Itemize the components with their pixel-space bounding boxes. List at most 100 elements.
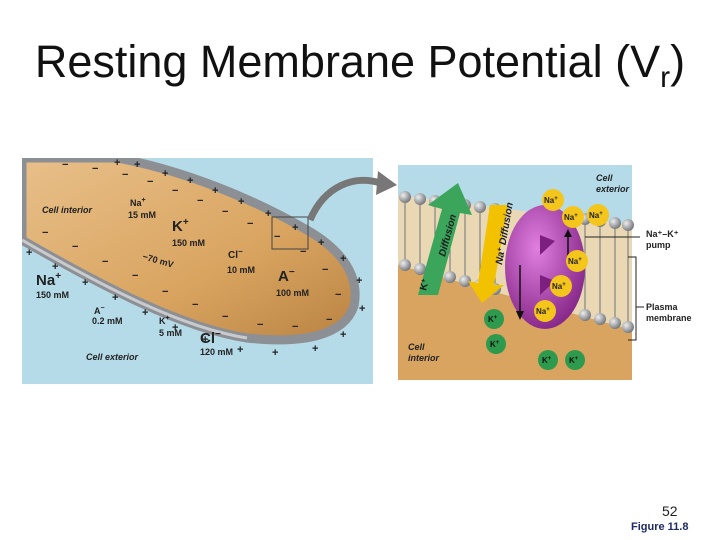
a-outside-sup: − bbox=[101, 305, 105, 312]
svg-text:+: + bbox=[265, 208, 271, 220]
zoom-arrow bbox=[306, 171, 397, 222]
na-outside-sup: + bbox=[55, 271, 61, 282]
cl-outside-conc: 120 mM bbox=[200, 347, 233, 357]
svg-text:+: + bbox=[237, 344, 243, 356]
svg-text:Cl−: Cl− bbox=[228, 247, 243, 261]
cl-inside-label: Cl− 10 mM bbox=[227, 247, 255, 275]
a-inside-ion: A bbox=[278, 268, 289, 285]
svg-text:Na+: Na+ bbox=[544, 196, 558, 205]
svg-text:−: − bbox=[42, 227, 48, 239]
svg-text:+: + bbox=[172, 322, 178, 334]
k-ion-plus: + bbox=[494, 315, 498, 321]
svg-text:A−: A− bbox=[94, 305, 105, 316]
svg-text:A−: A− bbox=[278, 267, 295, 285]
membrane-label-line1: Plasma bbox=[646, 302, 679, 312]
k-outside-sup: + bbox=[166, 315, 170, 322]
svg-text:+: + bbox=[202, 334, 208, 346]
k-arrow-plus: + bbox=[420, 278, 428, 284]
k-ion-inside-4: K+ bbox=[565, 350, 585, 370]
k-inside-sup: + bbox=[183, 217, 189, 228]
membrane-detail-diagram: Diffusion K+ Na+Diffusion Na+ Na+ Na+ Na… bbox=[398, 165, 692, 380]
svg-text:Na+: Na+ bbox=[589, 211, 603, 220]
svg-text:+: + bbox=[134, 159, 140, 171]
na-ion-plus: + bbox=[574, 213, 578, 219]
svg-text:Cl−: Cl− bbox=[200, 329, 221, 347]
title-main: Resting Membrane Potential (V bbox=[34, 36, 661, 87]
svg-text:−: − bbox=[257, 319, 263, 331]
k-ion-inside-3: K+ bbox=[538, 350, 558, 370]
svg-text:−: − bbox=[172, 185, 178, 197]
cl-inside-sup: − bbox=[238, 247, 243, 256]
svg-text:+: + bbox=[187, 175, 193, 187]
na-inside-conc: 15 mM bbox=[128, 210, 156, 220]
cell-interior-label: Cell interior bbox=[42, 205, 93, 215]
na-ion-plus: + bbox=[554, 196, 558, 202]
svg-text:−: − bbox=[292, 321, 298, 333]
na-outside-conc: 150 mM bbox=[36, 290, 69, 300]
svg-text:+: + bbox=[340, 253, 346, 265]
svg-text:−: − bbox=[197, 195, 203, 207]
na-ion-outside-1: Na+ bbox=[542, 189, 564, 211]
na-ion-outside-2: Na+ bbox=[562, 206, 584, 228]
k-outside-label: K+ 5 mM bbox=[159, 315, 182, 338]
svg-text:Na+: Na+ bbox=[536, 307, 550, 316]
svg-text:+: + bbox=[312, 343, 318, 355]
cell-exterior-label: Cell exterior bbox=[86, 352, 139, 362]
na-inside-sup: + bbox=[142, 197, 146, 204]
k-ion-label: K bbox=[490, 340, 496, 349]
a-inside-conc: 100 mM bbox=[276, 288, 309, 298]
svg-text:+: + bbox=[52, 261, 58, 273]
pump-arrow-down-head bbox=[516, 311, 524, 320]
svg-text:+: + bbox=[112, 292, 118, 304]
zoom-box bbox=[271, 216, 309, 250]
slide-title: Resting Membrane Potential (Vr) bbox=[0, 36, 720, 95]
na-ion-plus: + bbox=[599, 211, 603, 217]
a-outside-label: A− 0.2 mM bbox=[92, 305, 123, 326]
svg-text:−: − bbox=[335, 289, 341, 301]
svg-text:+: + bbox=[238, 196, 244, 208]
na-inside-label: Na+ 15 mM bbox=[128, 197, 156, 220]
svg-text:Na+: Na+ bbox=[568, 257, 582, 266]
svg-text:−: − bbox=[222, 311, 228, 323]
svg-text:−: − bbox=[326, 314, 332, 326]
svg-text:−: − bbox=[92, 163, 98, 175]
svg-text:Na+: Na+ bbox=[36, 271, 61, 289]
svg-text:−: − bbox=[300, 246, 306, 258]
cell-interior-label-line2: interior bbox=[408, 353, 440, 363]
k-ion-arrow-label: K+ bbox=[418, 278, 432, 292]
svg-text:K+: K+ bbox=[490, 340, 500, 349]
svg-text:+: + bbox=[212, 185, 218, 197]
na-ion-label: Na bbox=[589, 211, 600, 220]
cell-interior-label-line1: Cell bbox=[408, 342, 425, 352]
pump-channel-top bbox=[540, 235, 555, 255]
svg-text:−: − bbox=[162, 286, 168, 298]
k-outside-conc: 5 mM bbox=[159, 328, 182, 338]
na-ion-label: Na bbox=[544, 196, 555, 205]
lipid-heads-inner bbox=[399, 259, 634, 333]
na-ion-plus: + bbox=[562, 282, 566, 288]
na-ion-plus: + bbox=[578, 257, 582, 263]
k-inside-label: K+ 150 mM bbox=[172, 217, 205, 248]
svg-text:−: − bbox=[192, 299, 198, 311]
membrane-charges: ++++ ++++ ++++ ++++ ++++ +++ −−−− −−−− −… bbox=[26, 158, 365, 359]
svg-text:Na+: Na+ bbox=[130, 197, 146, 208]
svg-text:+: + bbox=[292, 222, 298, 234]
svg-text:−: − bbox=[132, 270, 138, 282]
page-number: 52 bbox=[662, 503, 678, 519]
cl-outside-label: Cl− 120 mM bbox=[200, 329, 233, 357]
svg-text:+: + bbox=[82, 277, 88, 289]
a-outside-ion: A bbox=[94, 306, 101, 316]
membrane-inner-line bbox=[22, 238, 248, 340]
svg-text:+: + bbox=[114, 158, 120, 169]
title-close: ) bbox=[670, 36, 686, 87]
k-ion-label: K bbox=[488, 315, 494, 324]
pump-label-line1: Na⁺–K⁺ bbox=[646, 229, 679, 239]
k-diffusion-arrow bbox=[418, 183, 472, 295]
svg-text:+: + bbox=[272, 347, 278, 359]
svg-text:K+: K+ bbox=[159, 315, 170, 326]
k-ion-label: K bbox=[569, 356, 575, 365]
k-ion-inside-2: K+ bbox=[486, 334, 506, 354]
svg-text:−: − bbox=[322, 264, 328, 276]
svg-text:−: − bbox=[102, 256, 108, 268]
svg-text:−: − bbox=[222, 206, 228, 218]
